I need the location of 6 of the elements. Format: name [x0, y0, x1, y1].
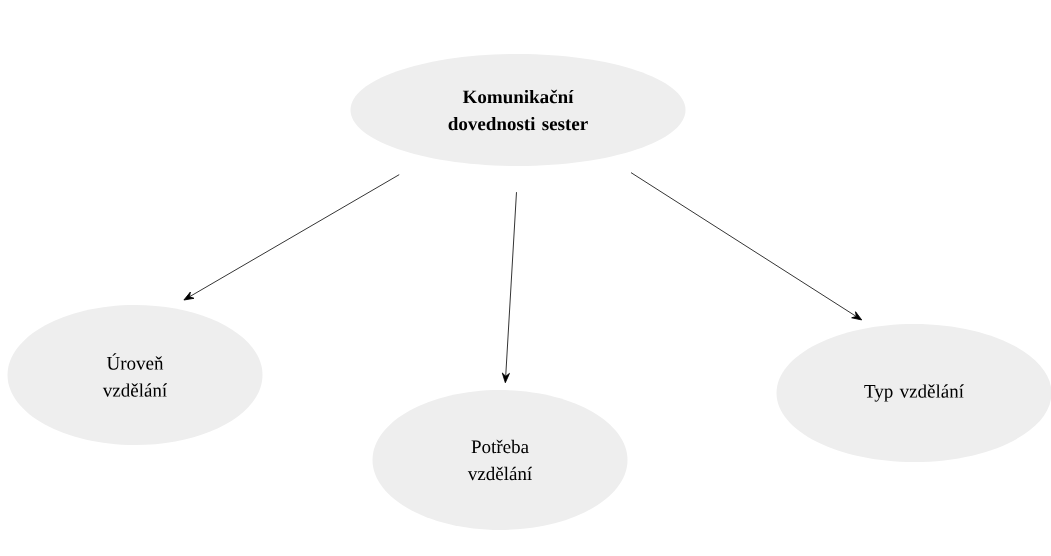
ellipse-node: Potřeba vzdělání [372, 390, 628, 530]
arrow [630, 172, 863, 321]
arrow [501, 191, 517, 384]
ellipse-node: Komunikační dovednosti sester [350, 54, 686, 166]
ellipse-node: Úroveň vzdělání [7, 305, 263, 445]
arrow [183, 174, 400, 301]
